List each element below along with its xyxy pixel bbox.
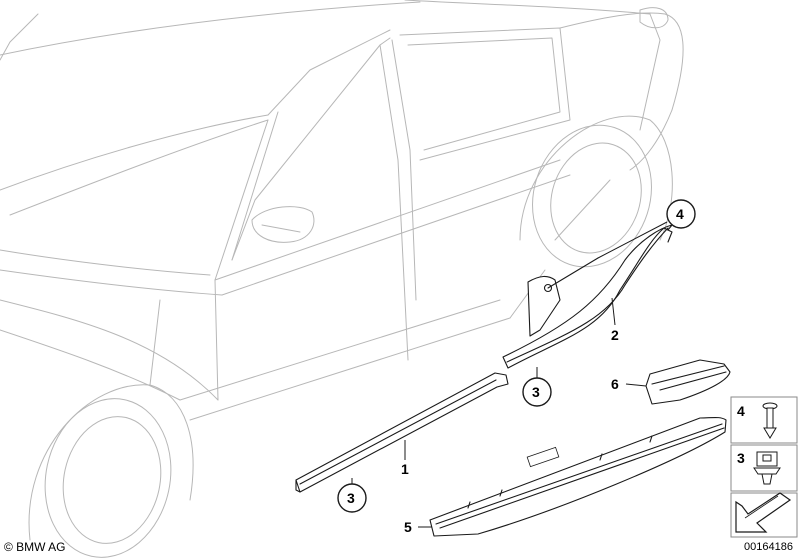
fastener-legend: 4 3 [730, 396, 798, 538]
part-5-entrance-panel [429, 416, 727, 537]
callout-3-circle-left [337, 483, 367, 513]
car-outline [0, 0, 684, 558]
clip-icon [753, 451, 781, 485]
callout-4: 4 [676, 206, 684, 222]
part-1-sill-strip [295, 372, 509, 493]
callout-3-left: 3 [347, 490, 355, 506]
callout-3-circle-right [522, 377, 552, 407]
legend-label-4: 4 [737, 403, 745, 419]
diagram-id: 00164186 [744, 541, 793, 553]
callout-2: 2 [611, 327, 619, 343]
part-2-curved-trim [502, 224, 673, 369]
direction-arrow-icon [735, 492, 792, 533]
callout-5: 5 [404, 519, 412, 535]
callout-1: 1 [401, 461, 409, 477]
callout-3-right: 3 [532, 384, 540, 400]
callouts: 1 3 2 3 4 5 6 [337, 199, 696, 535]
copyright-text: © BMW AG [4, 540, 66, 554]
part-6-small-cover [645, 359, 731, 405]
callout-4-circle [666, 199, 696, 229]
rivet-icon [762, 402, 778, 439]
callout-6: 6 [611, 376, 619, 392]
legend-label-3: 3 [737, 450, 745, 466]
